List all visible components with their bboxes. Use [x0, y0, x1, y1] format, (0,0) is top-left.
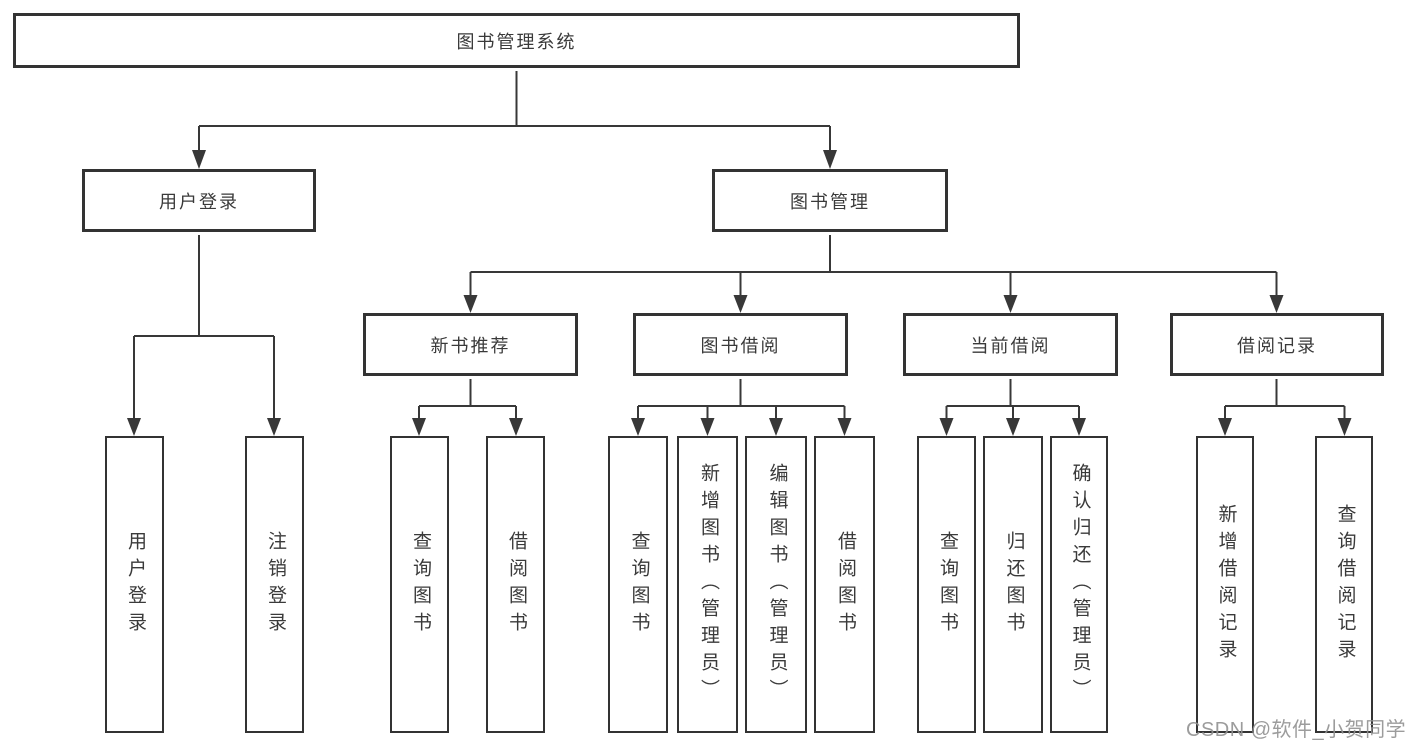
leaf-logout: 注销登录 [245, 436, 304, 733]
node-current-borrowing: 当前借阅 [903, 313, 1118, 376]
leaf-borrow-books-2: 借阅图书 [814, 436, 875, 733]
leaf-label: 借阅图书 [834, 530, 856, 639]
leaf-label: 确认归还（管理员） [1069, 463, 1091, 706]
leaf-query-books-3: 查询图书 [917, 436, 976, 733]
node-book-management: 图书管理 [712, 169, 948, 232]
node-borrow-records: 借阅记录 [1170, 313, 1384, 376]
leaf-label: 查询图书 [936, 530, 958, 639]
leaf-label: 新增借阅记录 [1215, 503, 1237, 666]
leaf-user-login: 用户登录 [105, 436, 164, 733]
leaf-label: 用户登录 [124, 530, 146, 639]
leaf-borrow-books-1: 借阅图书 [486, 436, 545, 733]
node-book-borrowing: 图书借阅 [633, 313, 848, 376]
leaf-query-books-1: 查询图书 [390, 436, 449, 733]
leaf-query-borrow-record: 查询借阅记录 [1315, 436, 1373, 733]
leaf-confirm-return-admin: 确认归还（管理员） [1050, 436, 1108, 733]
leaf-label: 借阅图书 [505, 530, 527, 639]
leaf-label: 注销登录 [264, 530, 286, 639]
node-new-book-recommend: 新书推荐 [363, 313, 578, 376]
leaf-label: 归还图书 [1003, 530, 1025, 639]
leaf-add-books-admin: 新增图书（管理员） [677, 436, 738, 733]
leaf-add-borrow-record: 新增借阅记录 [1196, 436, 1254, 733]
leaf-return-books: 归还图书 [983, 436, 1043, 733]
arrowheads [127, 150, 1352, 436]
node-user-login: 用户登录 [82, 169, 316, 232]
leaf-label: 查询借阅记录 [1334, 503, 1356, 666]
node-root-system: 图书管理系统 [13, 13, 1020, 68]
leaf-label: 查询图书 [409, 530, 431, 639]
leaf-label: 新增图书（管理员） [697, 463, 719, 706]
leaf-label: 查询图书 [628, 530, 650, 639]
leaf-query-books-2: 查询图书 [608, 436, 668, 733]
leaf-edit-books-admin: 编辑图书（管理员） [745, 436, 807, 733]
csdn-watermark: CSDN @软件_小贺同学 [1186, 719, 1405, 741]
leaf-label: 编辑图书（管理员） [766, 463, 788, 706]
